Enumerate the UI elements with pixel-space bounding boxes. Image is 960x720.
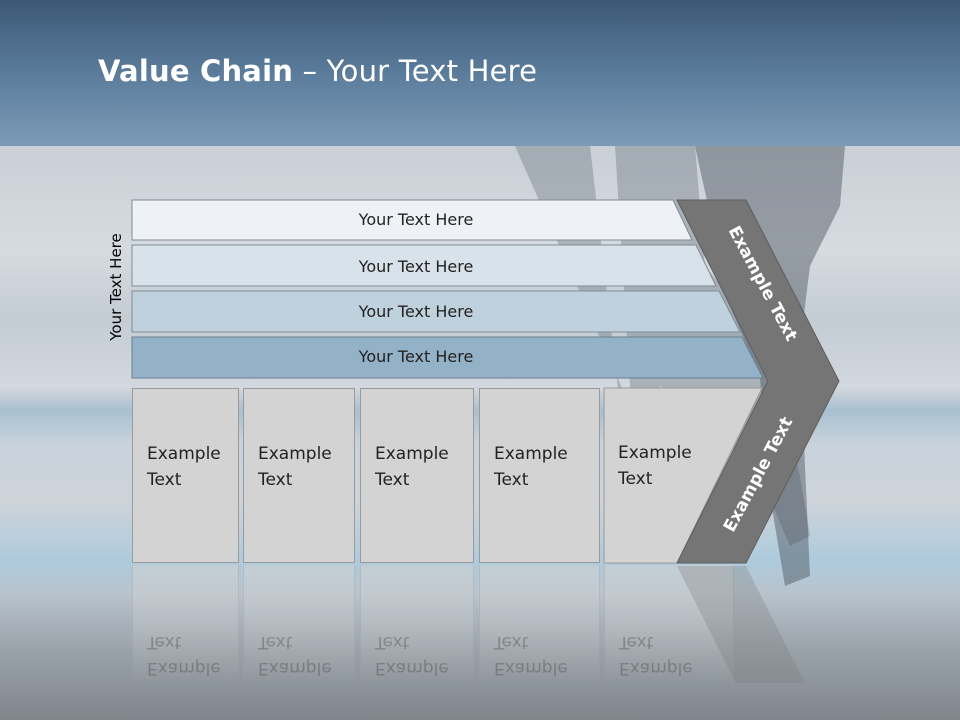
support-band-1 [131, 199, 693, 241]
column-line1: Example [258, 444, 332, 464]
title-bold: Value Chain [98, 54, 294, 88]
column-line2: Text [494, 470, 529, 490]
column-line1: Example [147, 444, 221, 464]
column-line1: Example [494, 444, 568, 464]
support-band-2-label: Your Text Here [358, 257, 474, 276]
column-line1: Example [375, 444, 449, 464]
header-band [0, 0, 960, 146]
title-rest: – Your Text Here [293, 54, 538, 88]
slide-title: Value Chain – Your Text Here [98, 54, 537, 88]
column-5-line1: Example [618, 443, 692, 463]
support-band-4 [131, 336, 764, 379]
support-band-2 [131, 244, 717, 287]
support-band-3 [131, 290, 741, 333]
margin-arrow [676, 199, 840, 564]
column-line2: Text [375, 470, 410, 490]
support-band-4-label: Your Text Here [358, 347, 474, 366]
margin-arrow-reflection [677, 566, 805, 683]
support-band-3-label: Your Text Here [358, 302, 474, 321]
column-5-line2: Text [617, 469, 653, 489]
column-line2: Text [258, 470, 293, 490]
support-band-1-label: Your Text Here [358, 210, 474, 229]
column-line2: Text [147, 470, 182, 490]
